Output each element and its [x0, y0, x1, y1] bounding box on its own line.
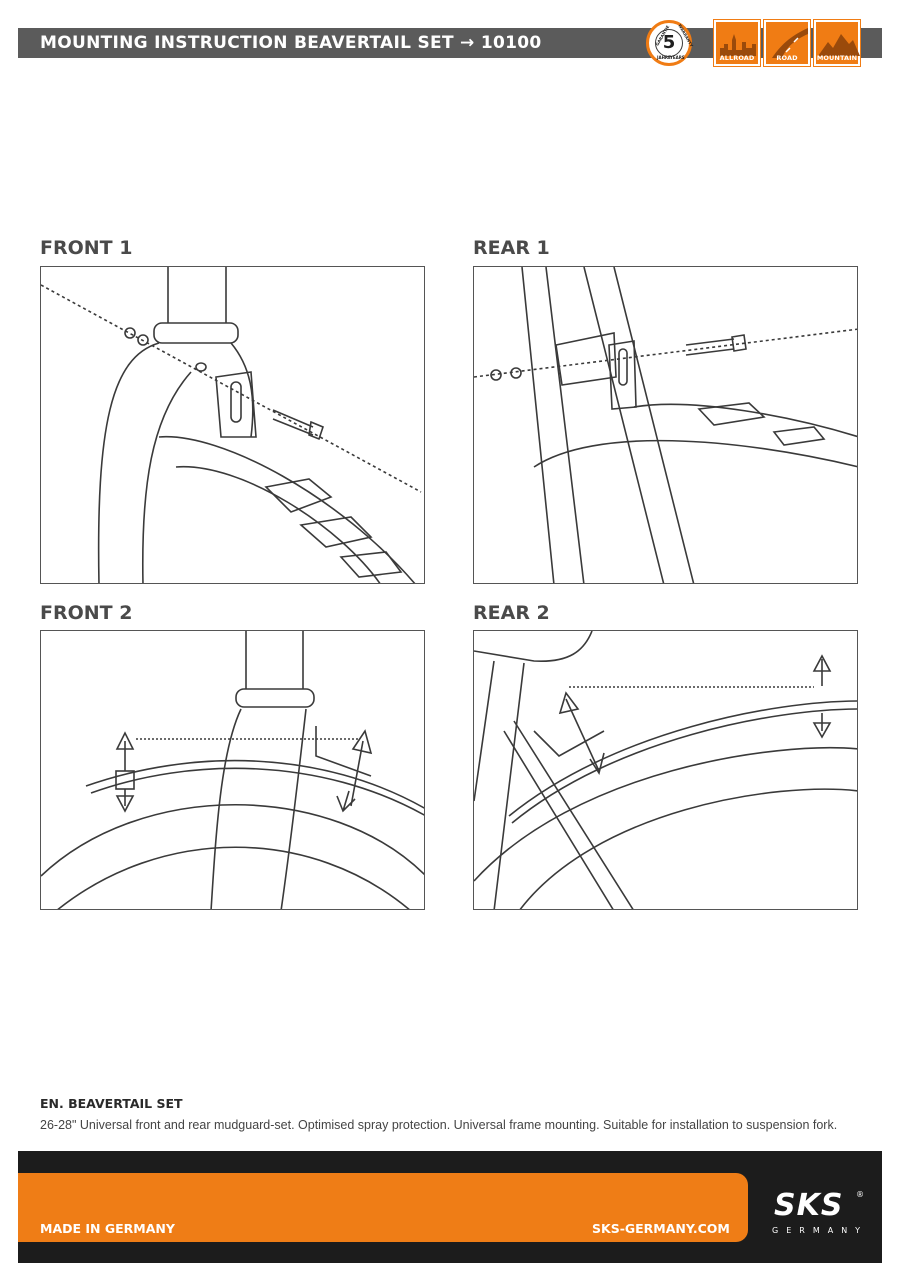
category-allroad: ALLROAD	[713, 19, 761, 67]
rear-2-illustration	[474, 631, 857, 909]
road-icon	[772, 28, 808, 58]
registered-mark: ®	[856, 1190, 864, 1199]
category-road-label: ROAD	[776, 54, 798, 62]
mountain-icon	[818, 34, 860, 56]
panel-title-front-2: FRONT 2	[40, 602, 133, 624]
footer-bar	[18, 1151, 882, 1263]
rear-1-illustration	[474, 267, 857, 583]
description-title: EN. BEAVERTAIL SET	[40, 1096, 183, 1111]
panel-title-front-1: FRONT 1	[40, 237, 133, 259]
panel-rear-2	[473, 630, 858, 910]
page-title: MOUNTING INSTRUCTION BEAVERTAIL SET → 10…	[40, 33, 542, 53]
footer-made-in-germany: MADE IN GERMANY	[40, 1221, 175, 1236]
city-skyline-icon	[720, 34, 756, 56]
panel-rear-1	[473, 266, 858, 584]
warranty-years-text: YEARS	[670, 55, 685, 60]
footer-website-link[interactable]: SKS-GERMANY.COM	[592, 1221, 730, 1236]
category-allroad-label: ALLROAD	[719, 54, 755, 62]
footer-orange-band	[18, 1173, 748, 1242]
sks-logo-subtext: GERMANY	[772, 1226, 869, 1235]
front-2-illustration	[41, 631, 424, 909]
panel-front-1	[40, 266, 425, 584]
sks-logo-text: SKS	[774, 1188, 844, 1223]
category-road: ROAD	[763, 19, 811, 67]
panel-front-2	[40, 630, 425, 910]
description-body: 26-28" Universal front and rear mudguard…	[40, 1118, 838, 1132]
front-1-illustration	[41, 267, 422, 583]
sks-logo: SKS ® GERMANY	[768, 1188, 864, 1242]
warranty-jahre-text: JAHRE	[657, 55, 671, 60]
category-mountain-label: MOUNTAIN	[816, 54, 858, 62]
panel-title-rear-1: REAR 1	[473, 237, 550, 259]
warranty-years: 5	[655, 29, 683, 57]
panel-title-rear-2: REAR 2	[473, 602, 550, 624]
warranty-badge: 5 GARANTIE WARRANTY JAHRE YEARS	[646, 20, 694, 66]
category-mountain: MOUNTAIN	[813, 19, 861, 67]
